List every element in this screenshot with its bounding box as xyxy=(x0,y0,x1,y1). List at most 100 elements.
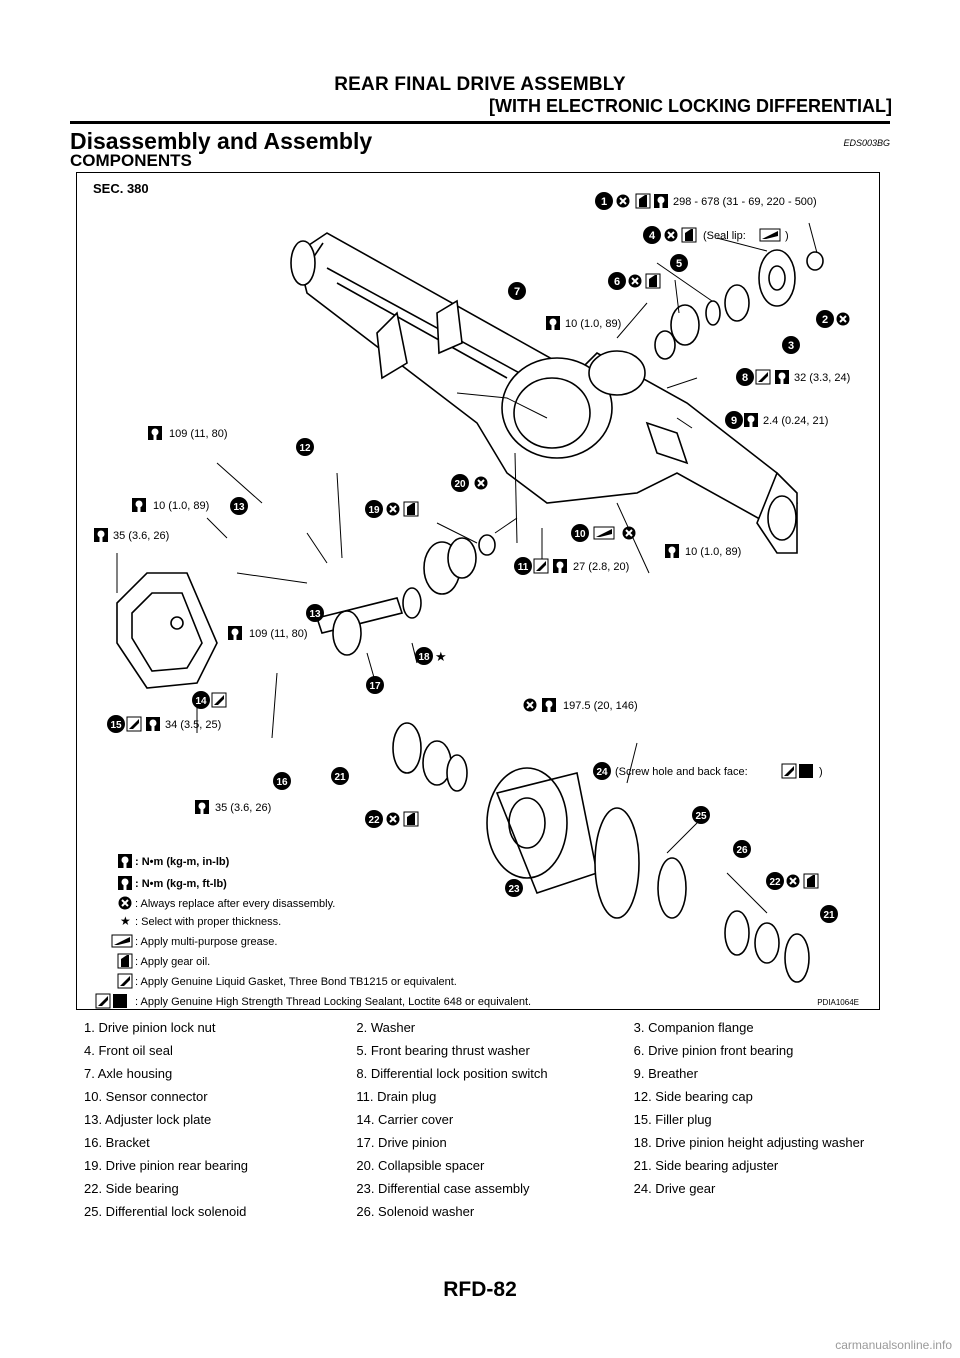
pinion-parts-drawing xyxy=(654,249,824,360)
callout-numbers: 1 2 3 4 5 6 7 8 9 10 11 12 13 13 14 15 1… xyxy=(107,192,838,923)
svg-text:: Apply Genuine High Strength: : Apply Genuine High Strength Thread Loc… xyxy=(135,996,531,1008)
svg-text:7: 7 xyxy=(514,286,520,298)
parts-cell: 4. Front oil seal xyxy=(84,1043,173,1058)
svg-text:23: 23 xyxy=(508,884,520,895)
svg-text:6: 6 xyxy=(614,276,620,288)
section-title: Disassembly and Assembly xyxy=(70,128,373,154)
diff-case-drawing xyxy=(392,722,810,983)
carrier-cover-drawing xyxy=(116,572,218,689)
parts-row: 16. Bracket 17. Drive pinion 18. Drive pin… xyxy=(70,1132,890,1155)
svg-text:13: 13 xyxy=(233,502,245,513)
page-header-subtitle: [WITH ELECTRONIC LOCKING DIFFERENTIAL] xyxy=(489,96,892,116)
svg-text:9: 9 xyxy=(731,415,737,427)
svg-text:21: 21 xyxy=(823,910,835,921)
parts-cell: 13. Adjuster lock plate xyxy=(84,1112,212,1127)
svg-text:15: 15 xyxy=(110,720,122,731)
svg-text:1: 1 xyxy=(601,196,607,208)
parts-cell: 19. Drive pinion rear bearing xyxy=(84,1158,249,1173)
parts-cell: 26. Solenoid washer xyxy=(356,1204,475,1219)
header-rule xyxy=(70,121,890,124)
sec-label: SEC. 380 xyxy=(93,181,149,196)
parts-row: 25. Differential lock solenoid 26. Soleno… xyxy=(70,1201,890,1224)
svg-text:34 (3.5, 25): 34 (3.5, 25) xyxy=(165,719,221,731)
parts-cell: 14. Carrier cover xyxy=(356,1112,454,1127)
svg-text:10 (1.0, 89): 10 (1.0, 89) xyxy=(685,546,741,558)
parts-cell: 21. Side bearing adjuster xyxy=(633,1158,779,1173)
parts-cell: 23. Differential case assembly xyxy=(356,1181,530,1196)
figure-id: PDIA1064E xyxy=(817,998,859,1007)
parts-row: 13. Adjuster lock plate 14. Carrier cover… xyxy=(70,1109,890,1132)
svg-text:13: 13 xyxy=(309,609,321,620)
svg-text:197.5 (20, 146): 197.5 (20, 146) xyxy=(563,700,638,712)
svg-text:2: 2 xyxy=(822,314,828,326)
svg-text:18: 18 xyxy=(418,652,430,663)
callout-annotations: 298 - 678 (31 - 69, 220 - 500) (Seal lip… xyxy=(94,193,851,889)
svg-text:35 (3.6, 26): 35 (3.6, 26) xyxy=(215,802,271,814)
components-figure: SEC. 380 xyxy=(76,172,880,1010)
svg-text:(Seal lip:: (Seal lip: xyxy=(703,230,746,242)
parts-cell xyxy=(620,1201,890,1224)
parts-cell: 8. Differential lock position switch xyxy=(356,1066,548,1081)
svg-text:4: 4 xyxy=(649,230,656,242)
svg-text:: Apply Genuine Liquid Gasket,: : Apply Genuine Liquid Gasket, Three Bon… xyxy=(135,976,457,988)
svg-text:10 (1.0, 89): 10 (1.0, 89) xyxy=(153,500,209,512)
svg-text:22: 22 xyxy=(769,877,781,888)
axle-housing-drawing xyxy=(290,232,799,554)
svg-text:: N•m (kg-m, ft-lb): : N•m (kg-m, ft-lb) xyxy=(135,878,227,890)
svg-text:: N•m (kg-m, in-lb): : N•m (kg-m, in-lb) xyxy=(135,856,230,868)
parts-cell: 22. Side bearing xyxy=(84,1181,179,1196)
svg-text:12: 12 xyxy=(299,443,311,454)
svg-text:16: 16 xyxy=(276,777,288,788)
parts-row: 7. Axle housing 8. Differential lock posi… xyxy=(70,1063,890,1086)
svg-text:20: 20 xyxy=(454,479,466,490)
parts-cell: 15. Filler plug xyxy=(633,1112,712,1127)
parts-cell: 16. Bracket xyxy=(84,1135,150,1150)
svg-text:11: 11 xyxy=(518,562,529,573)
parts-cell: 9. Breather xyxy=(633,1066,698,1081)
parts-row: 22. Side bearing 23. Differential case as… xyxy=(70,1178,890,1201)
section-code: EDS003BG xyxy=(843,138,890,148)
svg-text:14: 14 xyxy=(195,696,207,707)
svg-text:24: 24 xyxy=(596,767,608,778)
parts-cell: 5. Front bearing thrust washer xyxy=(356,1043,530,1058)
svg-text:3: 3 xyxy=(788,340,794,352)
parts-cell: 24. Drive gear xyxy=(633,1181,716,1196)
section-subtitle: COMPONENTS xyxy=(70,151,192,170)
parts-cell: 17. Drive pinion xyxy=(356,1135,447,1150)
parts-cell: 1. Drive pinion lock nut xyxy=(84,1020,216,1035)
svg-text:27 (2.8, 20): 27 (2.8, 20) xyxy=(573,561,629,573)
svg-text:109 (11, 80): 109 (11, 80) xyxy=(249,628,308,640)
parts-cell: 11. Drain plug xyxy=(356,1089,437,1104)
page-header-title: REAR FINAL DRIVE ASSEMBLY xyxy=(334,74,626,95)
svg-text:35 (3.6, 26): 35 (3.6, 26) xyxy=(113,530,169,542)
parts-cell: 10. Sensor connector xyxy=(84,1089,208,1104)
exploded-view-diagram: SEC. 380 xyxy=(93,181,859,1009)
parts-cell: 7. Axle housing xyxy=(84,1066,173,1081)
svg-text:32 (3.3, 24): 32 (3.3, 24) xyxy=(794,372,850,384)
parts-row: 19. Drive pinion rear bearing 20. Collaps… xyxy=(70,1155,890,1178)
svg-text:5: 5 xyxy=(676,258,682,270)
parts-cell: 18. Drive pinion height adjusting washer xyxy=(633,1135,865,1150)
symbol-legend: : N•m (kg-m, in-lb) : N•m (kg-m, ft-lb) … xyxy=(95,854,531,1009)
svg-text:★: ★ xyxy=(435,649,447,664)
svg-text:): ) xyxy=(819,766,823,778)
parts-cell: 20. Collapsible spacer xyxy=(356,1158,485,1173)
svg-text:2.4 (0.24, 21): 2.4 (0.24, 21) xyxy=(763,415,828,427)
svg-text:: Apply gear oil.: : Apply gear oil. xyxy=(135,956,210,968)
svg-text:26: 26 xyxy=(736,845,748,856)
parts-row: 4. Front oil seal 5. Front bearing thrust… xyxy=(70,1040,890,1063)
svg-text:: Select with proper thickness: : Select with proper thickness. xyxy=(135,916,281,928)
svg-text:25: 25 xyxy=(695,811,707,822)
svg-text:298 - 678 (31 - 69, 220 - 500): 298 - 678 (31 - 69, 220 - 500) xyxy=(673,196,817,208)
svg-text:: Always replace after every d: : Always replace after every disassembly… xyxy=(135,898,335,910)
svg-text:19: 19 xyxy=(368,505,380,516)
svg-text:109 (11, 80): 109 (11, 80) xyxy=(169,428,228,440)
svg-text:): ) xyxy=(785,230,789,242)
svg-text:22: 22 xyxy=(368,815,380,826)
svg-text:: Apply multi-purpose grease.: : Apply multi-purpose grease. xyxy=(135,936,277,948)
parts-cell: 25. Differential lock solenoid xyxy=(84,1204,247,1219)
page-number: RFD-82 xyxy=(443,1278,517,1301)
watermark: carmanualsonline.info xyxy=(835,1338,952,1352)
